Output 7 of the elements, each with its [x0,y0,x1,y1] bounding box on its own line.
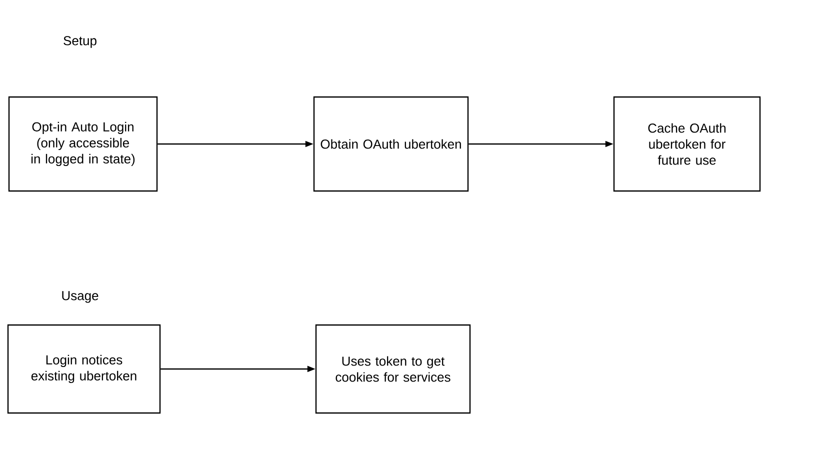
process-box: Uses token to get cookies for services [315,324,471,414]
process-box: Login notices existing ubertoken [7,324,161,414]
process-box: Opt-in Auto Login (only accessible in logged in state) [8,96,158,192]
section-heading: Usage [62,291,98,303]
section-heading: Setup [64,36,96,48]
process-box: Obtain OAuth ubertoken [313,96,469,192]
process-box: Cache OAuth ubertoken for future use [613,96,761,192]
